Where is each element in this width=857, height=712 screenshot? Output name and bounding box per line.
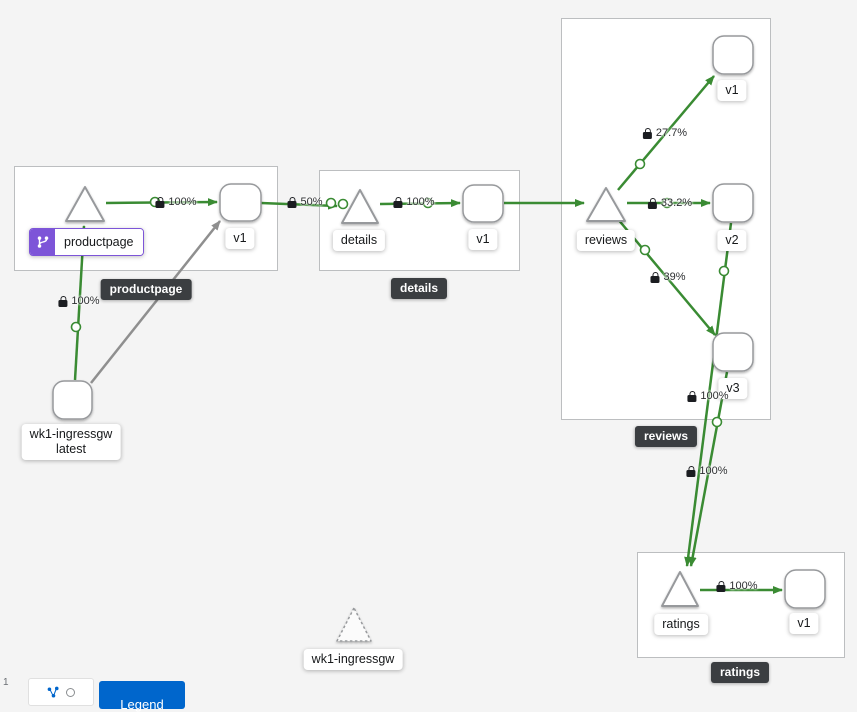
network-icon	[47, 686, 59, 698]
group-box-ratings[interactable]	[637, 552, 845, 658]
productpage-app-badge-label: productpage	[55, 229, 143, 255]
edge-details-to-v1[interactable]	[379, 199, 461, 208]
group-box-reviews[interactable]	[561, 18, 771, 420]
circle-icon	[66, 687, 75, 697]
productpage-app-badge[interactable]: productpage	[29, 228, 144, 256]
edge-ingressgw-to-productpage-v1[interactable]	[90, 220, 221, 384]
code-branch-icon	[30, 229, 55, 255]
edge-productpage-v1-to-details[interactable]	[260, 201, 338, 210]
graph-tools-button[interactable]	[28, 678, 94, 706]
zoom-indicator: 1	[3, 677, 9, 688]
edge-reviews-v3-to-ratings[interactable]	[688, 371, 729, 567]
edge-reviews-to-v1[interactable]	[617, 75, 715, 191]
group-boxes-layer	[14, 18, 845, 658]
group-box-details[interactable]	[319, 170, 520, 271]
edge-productpage-to-v1[interactable]	[105, 198, 218, 207]
edge-reviews-v2-to-ratings[interactable]	[684, 222, 733, 567]
legend-button[interactable]: Legend	[99, 681, 185, 712]
